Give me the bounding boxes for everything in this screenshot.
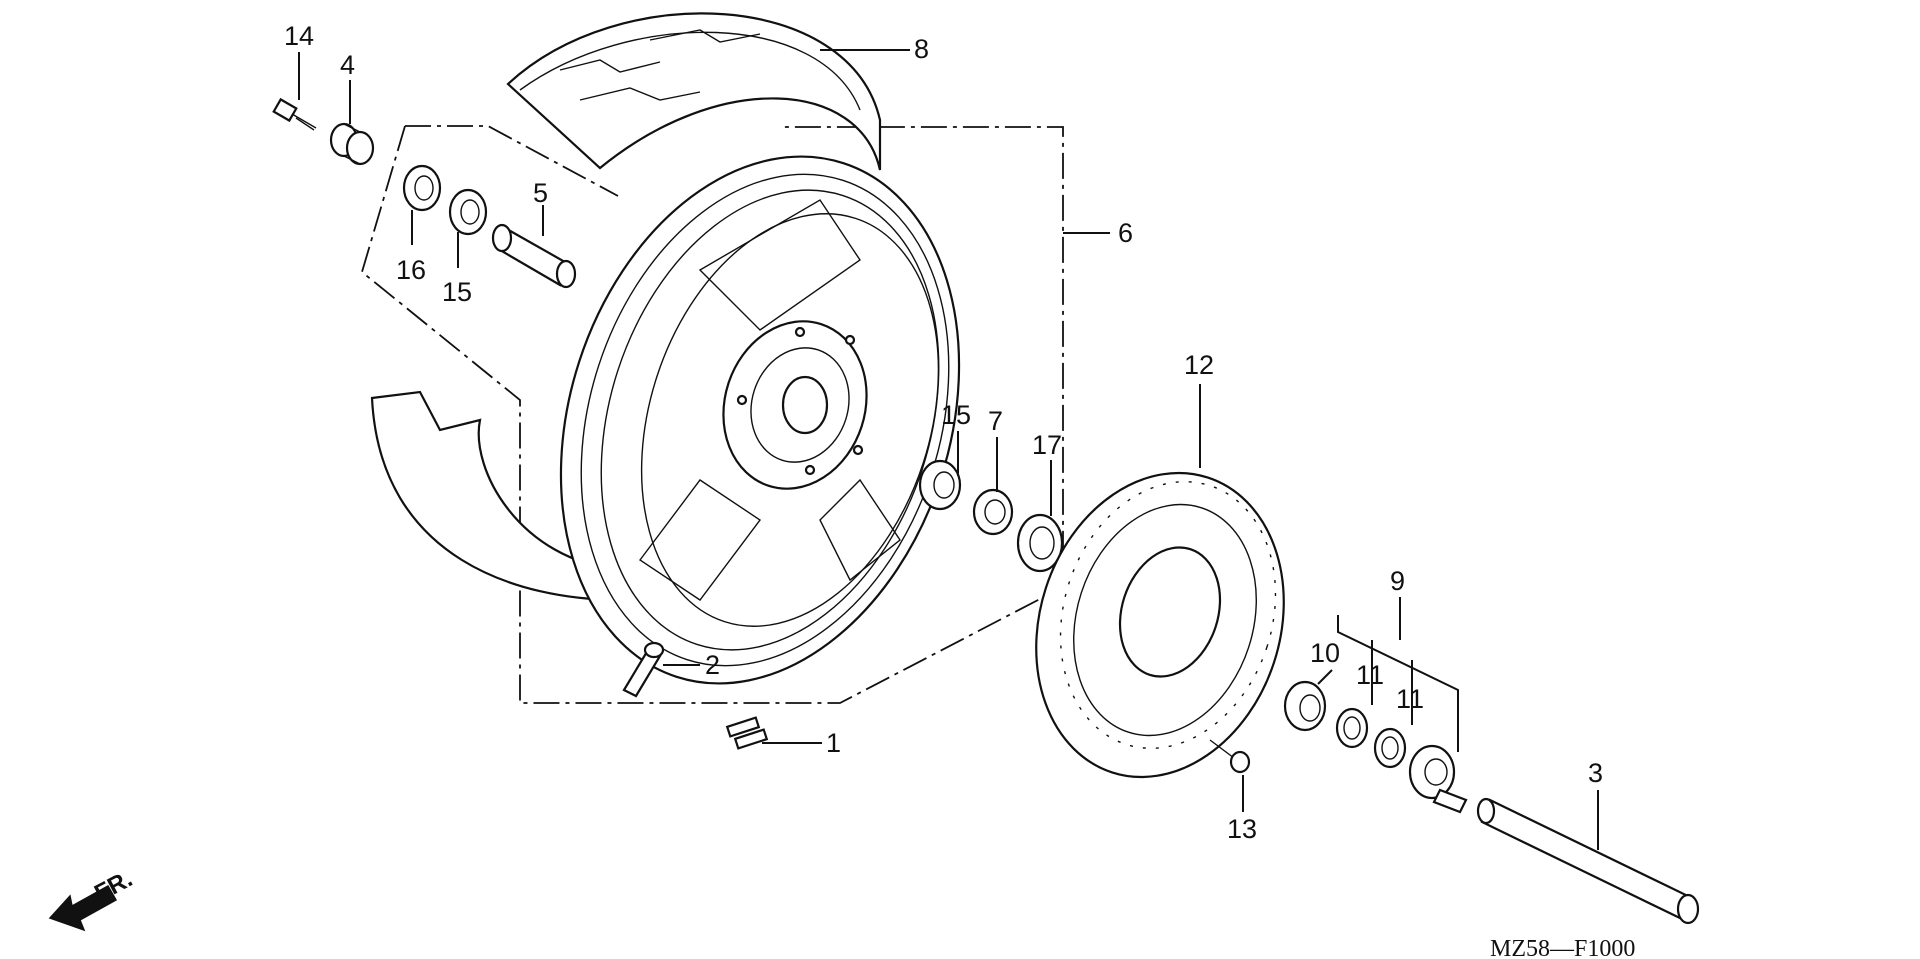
assembly-boundary (360, 125, 1064, 704)
leader-lines (298, 49, 1599, 850)
callout-4: 4 (340, 50, 355, 80)
wheel-hub (722, 320, 868, 490)
callout-17: 17 (1032, 430, 1062, 460)
callout-1: 1 (826, 728, 841, 758)
collar-part (329, 122, 375, 166)
bearing-part (918, 459, 962, 511)
callout-2: 2 (705, 650, 720, 680)
retainer-part (972, 488, 1014, 536)
callout-13: 13 (1227, 814, 1257, 844)
callout-7: 7 (988, 406, 1003, 436)
bearing-part (448, 188, 488, 236)
callout-16: 16 (396, 255, 426, 285)
callout-15: 15 (941, 400, 971, 430)
gearbox-part (1408, 744, 1468, 814)
disc-bolt-part (1209, 739, 1251, 774)
callout-11: 11 (1356, 660, 1384, 690)
callout-3: 3 (1588, 758, 1603, 788)
tire (506, 12, 882, 171)
callout-12: 12 (1184, 350, 1214, 380)
callout-14: 14 (284, 21, 314, 51)
front-direction-arrow-icon (48, 884, 118, 932)
brake-disc (1035, 471, 1285, 779)
callout-9: 9 (1390, 566, 1405, 596)
side-collar-part (1283, 680, 1327, 732)
callout-10: 10 (1310, 638, 1340, 668)
callout-6: 6 (1118, 218, 1133, 248)
callout-8: 8 (914, 34, 929, 64)
callout-5: 5 (533, 178, 548, 208)
washer-part (1373, 727, 1407, 769)
spacer-part (491, 223, 577, 289)
assembly-boundary (405, 125, 619, 197)
callout-15: 15 (442, 277, 472, 307)
balance-weight-part (725, 716, 769, 750)
diagram-code: MZ58—F1000 (1490, 936, 1635, 959)
valve-part (622, 641, 665, 698)
washer-part (1335, 707, 1369, 749)
dust-seal-part (1016, 513, 1064, 573)
bolt-part (272, 97, 317, 131)
axle-part (1476, 797, 1700, 925)
oil-seal-part (402, 164, 442, 212)
callout-11: 11 (1396, 684, 1424, 714)
